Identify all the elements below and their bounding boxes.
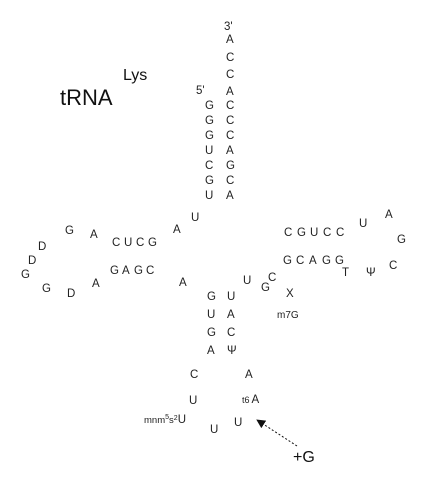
- nucleotide: A: [309, 255, 317, 267]
- t-loop: U A G C Ψ T: [342, 209, 406, 279]
- nucleotide: D: [67, 288, 75, 300]
- nucleotide: U: [207, 309, 215, 321]
- nucleotide: A: [207, 345, 215, 357]
- nucleotide: C: [389, 260, 397, 272]
- nucleotide: U: [205, 145, 213, 157]
- modified-nucleotide-mnm5s2u: mnm5s2U: [144, 414, 186, 426]
- nucleotide: C: [284, 227, 292, 239]
- nucleotide: A: [90, 229, 98, 241]
- insertion-arrow: [256, 419, 298, 447]
- nucleotide: C: [112, 237, 120, 249]
- nucleotide: T: [342, 267, 349, 279]
- nucleotide: U: [227, 291, 235, 303]
- nucleotide: G: [205, 130, 214, 142]
- nucleotide: G: [322, 255, 331, 267]
- variable-loop-x: X: [286, 288, 294, 300]
- nucleotide: G: [21, 269, 30, 281]
- variable-loop-c: C: [268, 272, 276, 284]
- d-loop: D D G A G G D A: [21, 225, 100, 300]
- nucleotide: C: [226, 130, 234, 142]
- nucleotide: G: [110, 265, 119, 277]
- nucleotide: C: [146, 265, 154, 277]
- nucleotide: C: [205, 160, 213, 172]
- title-trna: tRNA: [60, 85, 113, 110]
- nucleotide: U: [234, 417, 242, 429]
- anticodon-stem-left: G U G A: [207, 291, 216, 357]
- t-stem-top: C G U C C: [284, 227, 344, 239]
- nucleotide: A: [226, 86, 234, 98]
- five-prime-label: 5': [196, 85, 205, 97]
- nucleotide: G: [65, 225, 74, 237]
- nucleotide: A: [122, 265, 130, 277]
- nucleotide: G: [205, 115, 214, 127]
- nucleotide: C: [190, 369, 198, 381]
- nucleotide: U: [359, 218, 367, 230]
- nucleotide: Ψ: [366, 267, 376, 279]
- acceptor-overhang: A C C A: [226, 34, 234, 98]
- nucleotide: C: [136, 237, 144, 249]
- nucleotide: U: [310, 227, 318, 239]
- d-stem-bottom: G A G C: [110, 265, 154, 277]
- nucleotide: G: [226, 160, 235, 172]
- nucleotide: D: [28, 255, 36, 267]
- variable-loop-m7g: m7G: [277, 310, 299, 321]
- insertion-label-plus-g: +G: [293, 449, 315, 466]
- d-stem-top: C U C G: [112, 237, 157, 249]
- anticodon-stem-right: U A C Ψ: [227, 291, 237, 357]
- nucleotide: G: [148, 237, 157, 249]
- nucleotide: G: [205, 175, 214, 187]
- junction-nucleotide: U: [243, 275, 251, 287]
- nucleotide: G: [297, 227, 306, 239]
- nucleotide: D: [38, 241, 46, 253]
- nucleotide: G: [207, 291, 216, 303]
- acceptor-stem-3prime: C C C A G C A: [226, 100, 235, 202]
- nucleotide: A: [227, 309, 235, 321]
- nucleotide: C: [226, 175, 234, 187]
- junction-nucleotide: A: [179, 277, 187, 289]
- nucleotide: C: [226, 69, 234, 81]
- nucleotide: G: [283, 255, 292, 267]
- nucleotide: U: [205, 190, 213, 202]
- junction-nucleotide: A: [173, 224, 181, 236]
- nucleotide: C: [226, 115, 234, 127]
- acceptor-stem-5prime: G G G U C G U: [205, 100, 214, 202]
- nucleotide: C: [226, 52, 234, 64]
- nucleotide: G: [134, 265, 143, 277]
- nucleotide: C: [323, 227, 331, 239]
- nucleotide: G: [335, 255, 344, 267]
- nucleotide: Ψ: [227, 345, 237, 357]
- nucleotide: G: [207, 327, 216, 339]
- junction-nucleotide: G: [261, 282, 270, 294]
- nucleotide: G: [397, 234, 406, 246]
- nucleotide: A: [226, 190, 234, 202]
- nucleotide: C: [336, 227, 344, 239]
- nucleotide: A: [385, 209, 393, 221]
- nucleotide: A: [245, 369, 253, 381]
- title-superscript-lys: Lys: [123, 67, 147, 84]
- nucleotide: A: [92, 278, 100, 290]
- nucleotide: A: [226, 145, 234, 157]
- nucleotide: C: [226, 100, 234, 112]
- nucleotide: A: [226, 34, 234, 46]
- nucleotide: G: [205, 100, 214, 112]
- nucleotide: G: [42, 283, 51, 295]
- t-stem-bottom: G C A G G: [283, 255, 344, 267]
- nucleotide: U: [124, 237, 132, 249]
- nucleotide: C: [296, 255, 304, 267]
- junction-nucleotide: U: [191, 212, 199, 224]
- nucleotide: U: [189, 395, 197, 407]
- nucleotide: C: [227, 327, 235, 339]
- nucleotide: U: [210, 424, 218, 436]
- three-prime-label: 3': [224, 21, 233, 33]
